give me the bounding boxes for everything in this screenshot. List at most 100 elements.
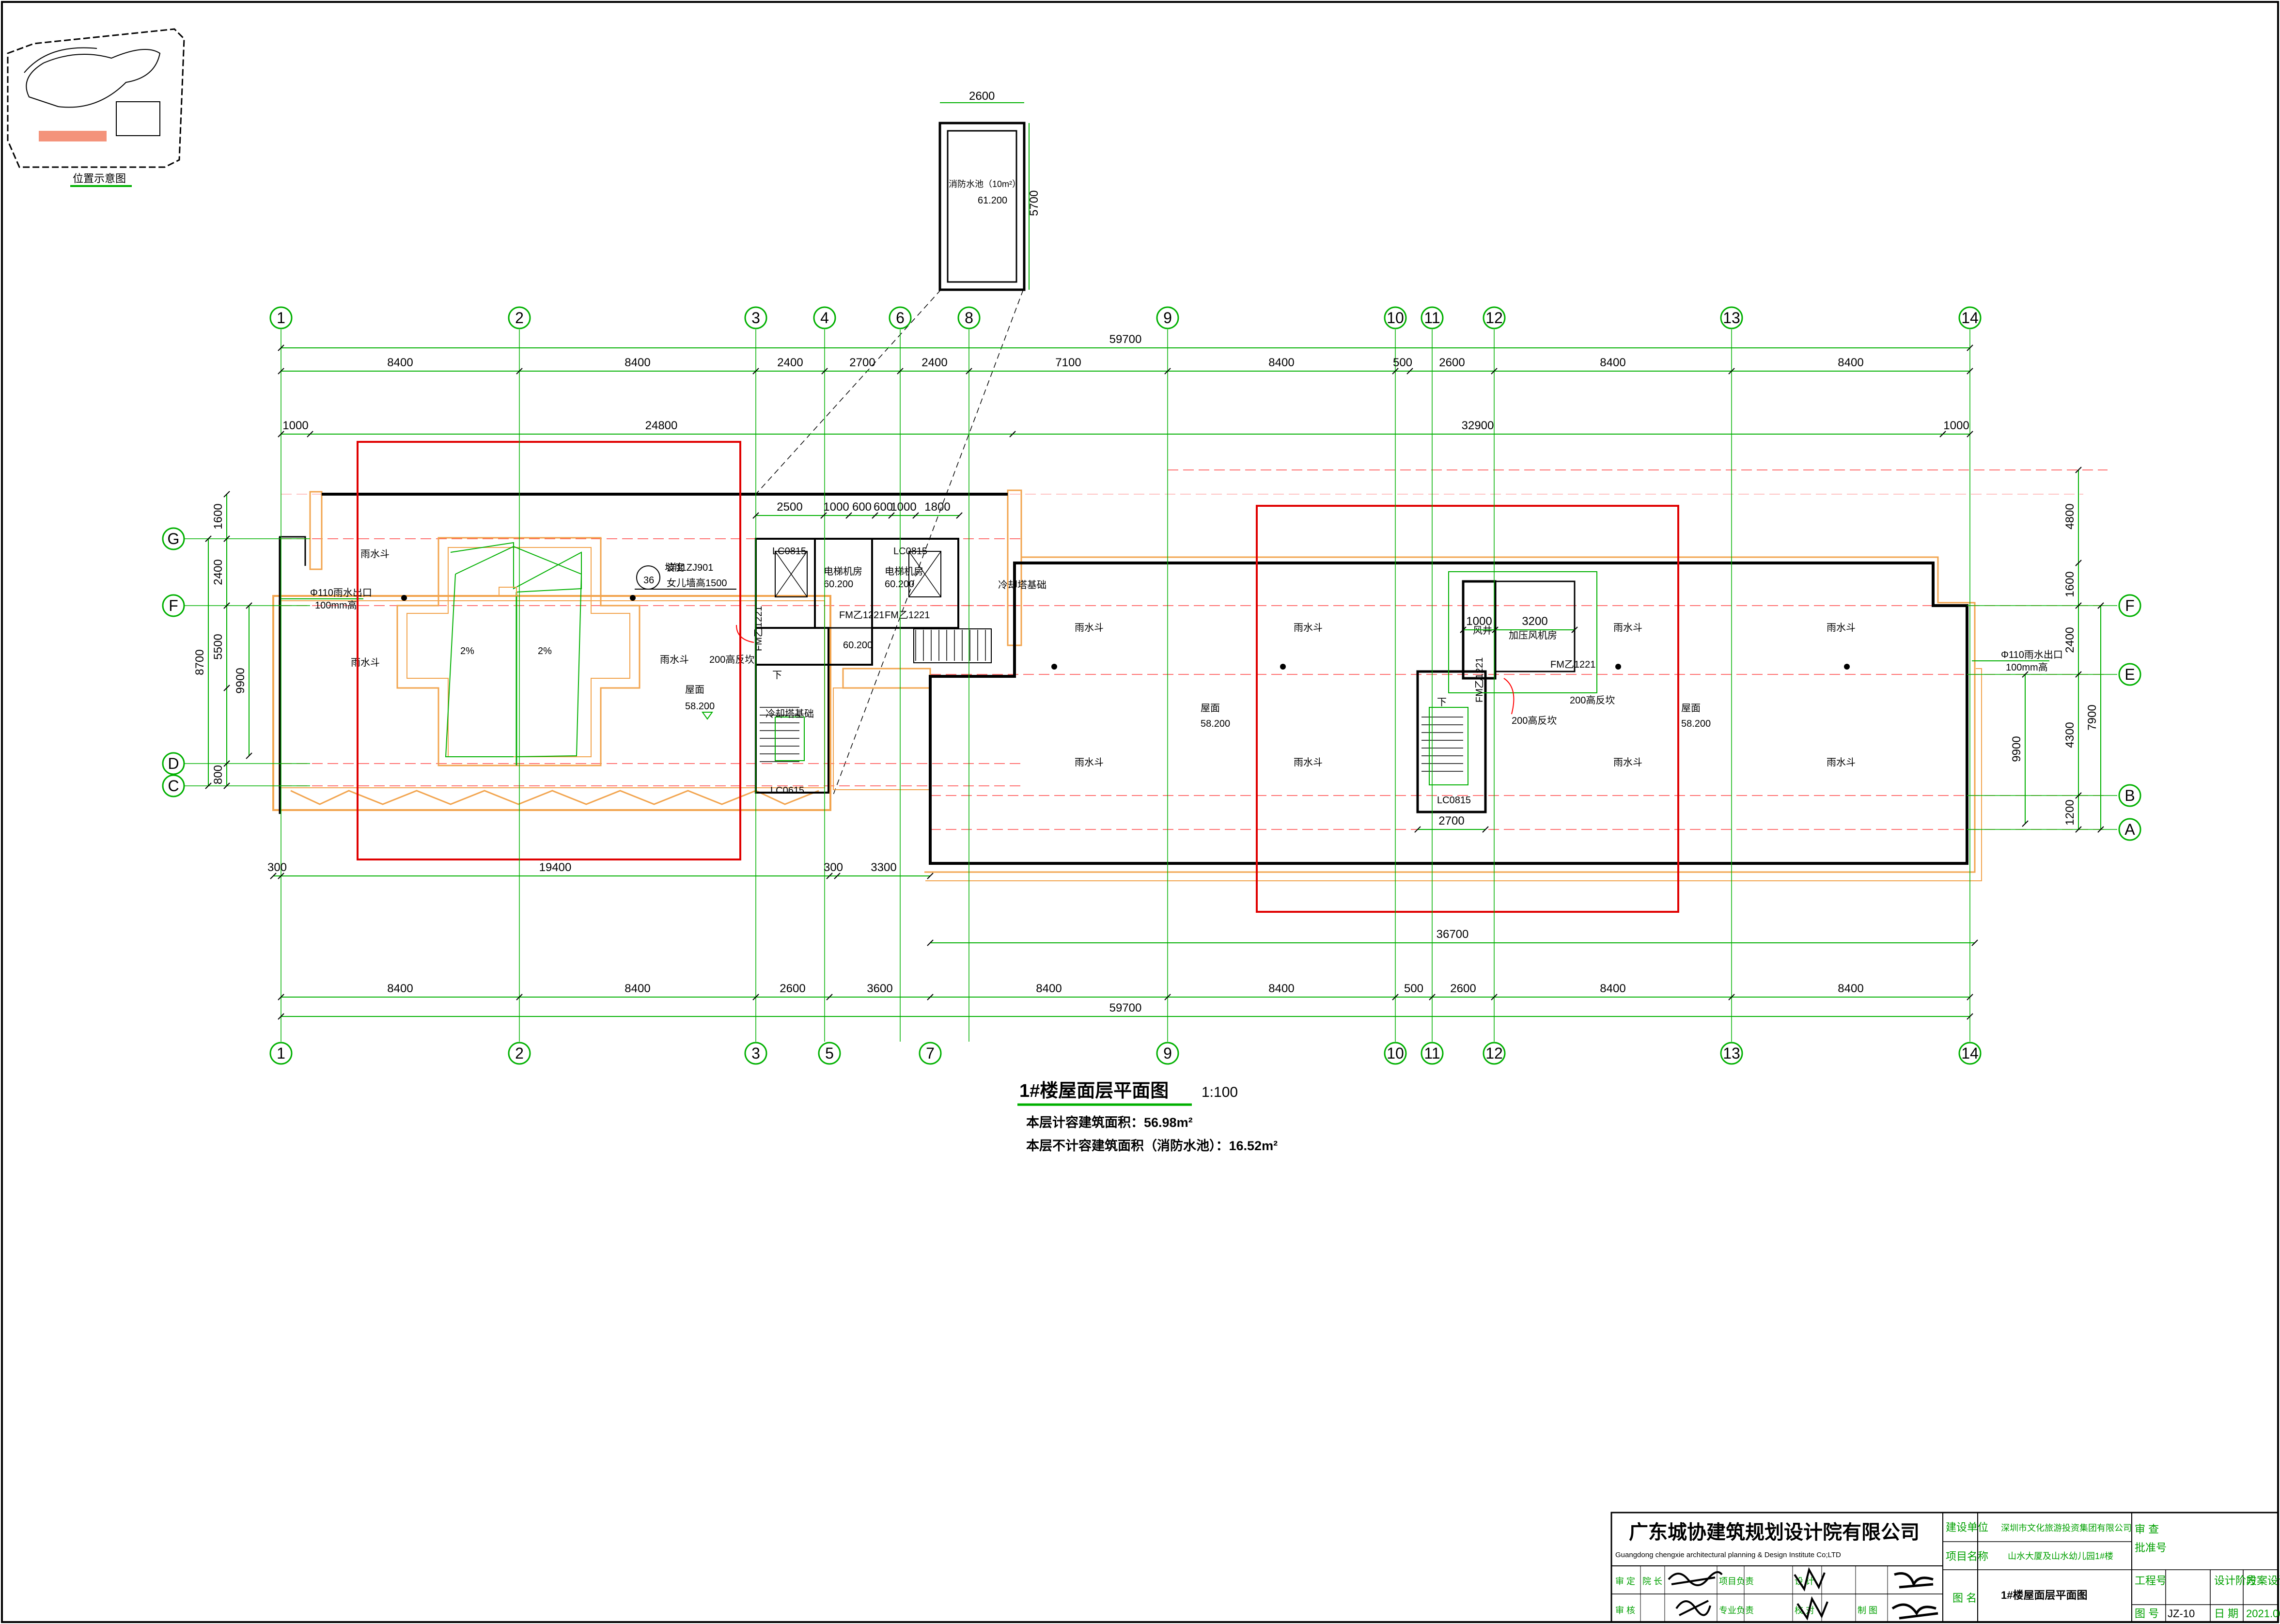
axis-bottom-7-label: 11	[1424, 1045, 1440, 1062]
axis-right-1-label: E	[2124, 666, 2135, 683]
area-excluded: 本层不计容建筑面积（消防水池）：16.52m²	[1026, 1138, 1278, 1153]
signature-2	[1675, 1600, 1711, 1616]
axis-top-10	[1720, 306, 1743, 329]
stair-lc4: LC0815	[1437, 795, 1471, 806]
dim-bottom-row3-8: 8400	[1600, 982, 1625, 995]
dim-bottom-total-0: 59700	[1109, 1001, 1142, 1015]
dim-left-c-0: 9900	[234, 668, 247, 693]
roof-right-label: 屋面	[1681, 703, 1701, 714]
left-inner-label-b: 2%	[538, 646, 552, 656]
downpipe-right-2: 100mm高	[2006, 662, 2048, 673]
date-label: 日 期	[2214, 1608, 2238, 1620]
core-fm-vertical: FM乙1221	[753, 606, 764, 651]
core: LC0815 LC0815 电梯机房 60.200 电梯机房 60.200 FM…	[709, 538, 1046, 796]
dim-left-b-0: 8700	[193, 649, 206, 675]
right-roof: 风井 加压风机房 下 FM乙1221 FM乙1221 LC0815 200高反坎…	[924, 556, 2063, 881]
dim-top-row2-2: 2400	[777, 356, 803, 369]
role-1: 院 长	[1642, 1577, 1662, 1586]
dim-right-a-4: 1200	[2063, 799, 2077, 825]
axis-left-3-label: C	[168, 777, 179, 795]
dim-bottom-row3-7: 2600	[1450, 982, 1476, 995]
dim-left-a-2: 5500	[212, 634, 225, 659]
core-sill: 200高反坎	[709, 654, 754, 665]
axis-bottom-3-label: 5	[825, 1045, 834, 1062]
sheet-name-label: 图 名	[1952, 1592, 1977, 1604]
axis-lines	[174, 329, 2117, 1042]
axis-top-10-label: 13	[1723, 309, 1740, 327]
shaft-label: 风井	[1473, 625, 1492, 636]
roof-mid-level: 58.200	[1201, 718, 1230, 729]
axis-top-7-label: 10	[1387, 309, 1404, 327]
signature-4	[1796, 1596, 1828, 1621]
elevator-room-2-level: 60.200	[885, 579, 914, 590]
dim-right-a-2: 2400	[2063, 627, 2077, 653]
signature-5	[1894, 1572, 1934, 1589]
drawing-title: 1#楼屋面层平面图	[1019, 1081, 1169, 1101]
dim-top-row2-8: 2600	[1439, 356, 1465, 369]
dim-core-0: 2500	[777, 500, 802, 514]
axis-top-5-label: 8	[965, 309, 973, 327]
axis-left-1	[162, 594, 185, 617]
dim-bottom-row3-3: 3600	[867, 982, 892, 995]
grid-lines	[281, 469, 2108, 830]
sheet-name: 1#楼屋面层平面图	[2001, 1589, 2087, 1601]
detail-ref-sheet: 详11ZJ901	[667, 562, 713, 573]
tank-detail: 2600 5700 消防水池（10m²） 61.200	[755, 90, 1041, 795]
axis-left-0	[162, 527, 185, 550]
dim-stair-top-0: 1000	[1466, 615, 1492, 628]
left-roof: 2% 2% 屋面 58.200 Φ110雨水出口 100mm高 36 详11ZJ…	[272, 489, 1022, 814]
stage-value: 方案设计	[2246, 1575, 2280, 1587]
axis-bottom-2	[744, 1042, 767, 1065]
role-4: 审 核	[1615, 1606, 1635, 1615]
dim-top-row2-5: 7100	[1055, 356, 1081, 369]
drain-r4: 雨水斗	[1827, 622, 1856, 633]
elevator-room-2: 电梯机房	[885, 566, 923, 577]
tank-name: 消防水池（10m²）	[949, 179, 1021, 189]
dim-top-row2-9: 8400	[1600, 356, 1625, 369]
approve2-label: 批准号	[2135, 1542, 2167, 1554]
axis-bottom-1-label: 2	[515, 1045, 524, 1062]
axis-right-2-label: B	[2124, 787, 2135, 804]
axis-top-3-label: 4	[820, 309, 829, 327]
drain-left-1: 雨水斗	[360, 548, 390, 560]
highlight-left	[357, 441, 741, 860]
left-inner-label-a: 2%	[460, 646, 474, 656]
location-map-title: 位置示意图	[73, 172, 126, 185]
axis-bottom-3	[818, 1042, 841, 1065]
axis-left-2-label: D	[168, 755, 179, 772]
dim-bottom-row3-5: 8400	[1268, 982, 1294, 995]
drain-r6: 雨水斗	[1294, 757, 1323, 768]
signature-3	[1794, 1567, 1826, 1592]
dim-bottom-row1-2: 300	[824, 861, 843, 874]
dim-bottom-row3-4: 8400	[1036, 982, 1062, 995]
dim-bottom-row1-3: 3300	[871, 861, 896, 874]
dim-top-row3-2: 32900	[1462, 419, 1494, 432]
axis-right-2	[2118, 784, 2141, 807]
axis-right-0-label: F	[2125, 597, 2135, 614]
downpipe-right: Φ110雨水出口	[2001, 649, 2063, 660]
detail-ref-slope: 坡度	[665, 562, 684, 573]
dim-right-a-1: 1600	[2063, 571, 2077, 597]
axis-top-6	[1156, 306, 1179, 329]
role-7: 制 图	[1858, 1606, 1877, 1615]
detail-ref-note: 女儿墙高1500	[667, 578, 727, 589]
company-cn: 广东城协建筑规划设计院有限公司	[1629, 1522, 1920, 1543]
downpipe-left: Φ110雨水出口	[310, 587, 372, 598]
dim-top-row3-3: 1000	[1943, 419, 1969, 432]
dim-right-c-0: 9900	[2010, 736, 2023, 762]
axis-top-11	[1958, 306, 1982, 329]
drain-left-2: 雨水斗	[351, 657, 380, 668]
tank-width-dim: 2600	[969, 90, 995, 103]
detail-ref-num: 36	[643, 575, 654, 586]
axis-left-3	[162, 774, 185, 797]
axis-bottom-10-label: 14	[1961, 1045, 1979, 1062]
role-2: 项目负责	[1719, 1577, 1754, 1586]
dim-bottom-row3-6: 500	[1404, 982, 1423, 995]
title-block: 广东城协建筑规划设计院有限公司 Guangdong chengxie archi…	[1610, 1512, 2280, 1623]
dim-top-row2-4: 2400	[921, 356, 947, 369]
tank-height-dim: 5700	[1028, 190, 1041, 216]
dim-right-a-3: 4300	[2063, 722, 2077, 748]
